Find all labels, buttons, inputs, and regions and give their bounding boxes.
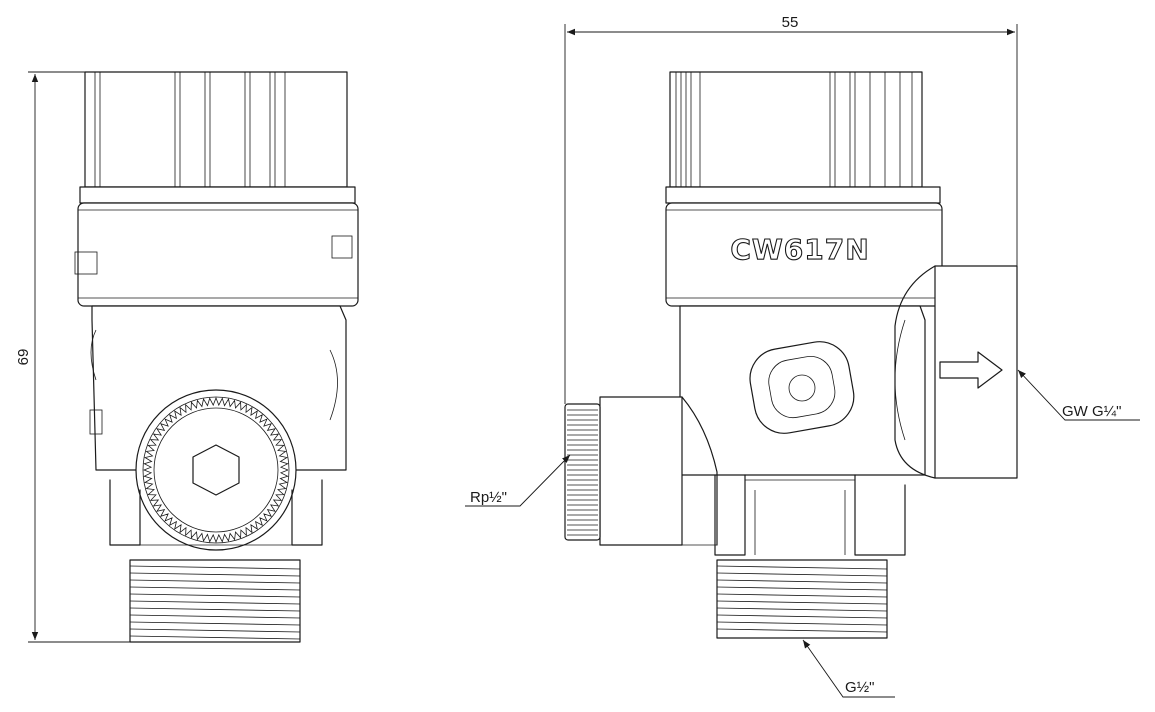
height-label: 69 [15,349,32,366]
inlet-thread-callout: Rp½" [465,454,571,507]
front-view [74,71,359,643]
inlet-thread-label: Rp½" [470,489,507,506]
body-marking: CW617N [730,233,869,266]
outlet-thread-callout: GW G¼" [1017,369,1140,421]
width-dimension: 55 [564,14,1018,404]
bottom-thread-callout: G½" [802,639,895,698]
side-view: CW617N [564,71,1018,639]
height-dimension: 69 [15,71,135,643]
outlet-thread-label: GW G¼" [1062,403,1122,420]
width-label: 55 [782,14,799,31]
brand-logo-icon [749,341,855,434]
bottom-thread-label: G½" [845,679,875,696]
